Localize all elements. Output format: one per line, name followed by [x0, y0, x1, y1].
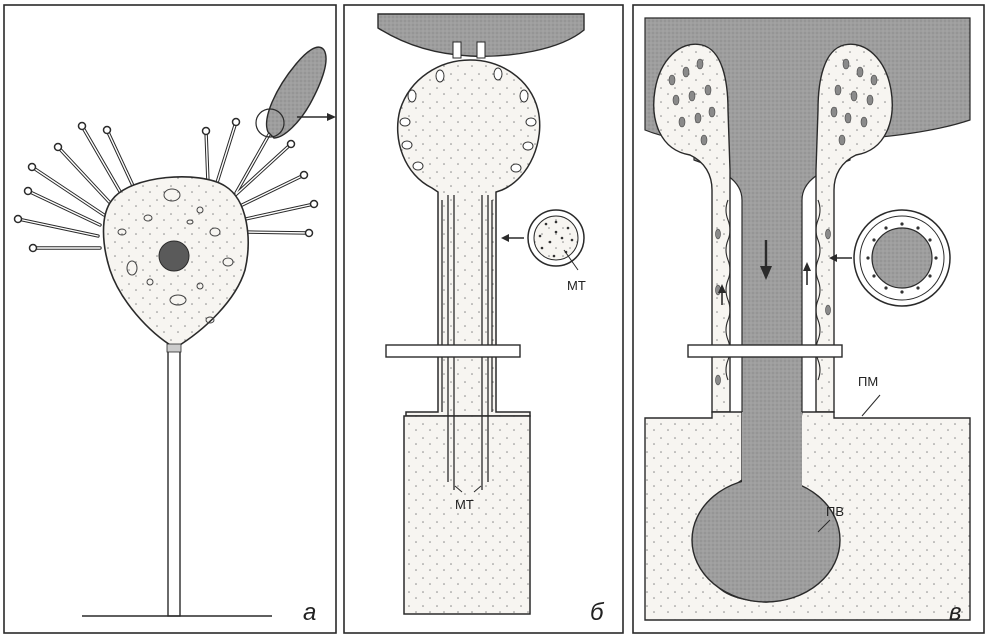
panel-v: ПМ ПВ в	[633, 5, 984, 633]
label-pv: ПВ	[826, 504, 844, 519]
panel-label-b: б	[590, 599, 605, 626]
panel-label-a: а	[303, 599, 316, 626]
panel-a: а	[4, 5, 336, 633]
stalk	[168, 348, 180, 616]
cross-section-b	[528, 210, 584, 266]
cytoplasm-b	[404, 416, 530, 614]
label-mt-bottom: МТ	[455, 497, 474, 512]
stalk-collar	[167, 344, 181, 352]
cross-section-v	[854, 210, 950, 306]
nucleus	[159, 241, 189, 271]
label-mt-inset: МТ	[567, 278, 586, 293]
junction-right	[477, 42, 485, 58]
junction-left	[453, 42, 461, 58]
cut-break-v	[688, 345, 842, 357]
panel-label-v: в	[949, 599, 962, 626]
food-vacuole-front	[692, 478, 840, 602]
cut-break-b	[386, 345, 520, 357]
vacuole-neck-front	[742, 412, 802, 492]
panel-b: МТ МТ б	[344, 5, 623, 633]
label-pm: ПМ	[858, 374, 878, 389]
